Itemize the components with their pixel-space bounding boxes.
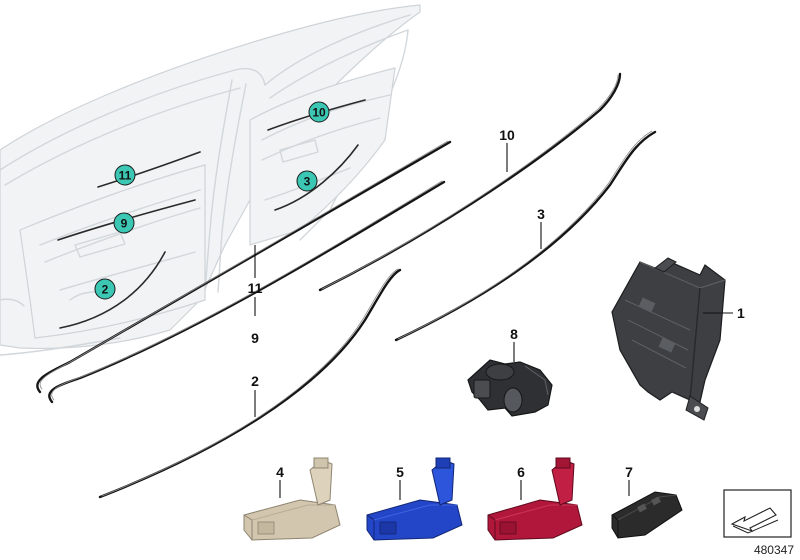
- door-badge-2: 2: [94, 278, 116, 300]
- door-badge-3: 3: [296, 170, 318, 192]
- door-badge-10-label: 10: [312, 106, 326, 120]
- callout-3: 3: [537, 206, 545, 222]
- light-strip-2: [98, 268, 402, 499]
- door-badge-9-label: 9: [121, 217, 128, 231]
- reference-number: 480347: [754, 543, 794, 557]
- connector-blue-part: [366, 457, 463, 541]
- door-badge-2-label: 2: [102, 283, 109, 297]
- callout-8: 8: [510, 326, 518, 342]
- door-badge-3-label: 3: [304, 175, 311, 189]
- door-badge-10: 10: [308, 101, 330, 123]
- callout-labels: 1 2 3 4 5 6 7 8 9 10 11: [248, 127, 745, 480]
- callout-1: 1: [737, 305, 745, 321]
- car-doors-illustration: [0, 4, 421, 356]
- door-badge-11-label: 11: [119, 169, 132, 183]
- callout-2: 2: [251, 373, 259, 389]
- leader-lines: [254, 143, 733, 500]
- light-strip-3: [394, 130, 657, 342]
- door-badge-9: 9: [113, 212, 135, 234]
- callout-9: 9: [251, 330, 259, 346]
- callout-10: 10: [499, 127, 515, 143]
- control-module-part: [611, 257, 726, 421]
- callout-11: 11: [248, 280, 263, 296]
- light-strips: [36, 72, 657, 499]
- connector-black-part: [611, 491, 683, 539]
- connector-red-part: [487, 457, 583, 541]
- view-arrow-icon: [730, 507, 777, 533]
- connector-beige-part: [243, 457, 341, 541]
- callout-5: 5: [396, 464, 404, 480]
- callout-4: 4: [276, 464, 284, 480]
- door-badges: 11 9 2 10 3: [94, 101, 330, 300]
- callout-6: 6: [517, 464, 525, 480]
- door-badge-11: 11: [114, 164, 136, 186]
- callout-7: 7: [625, 464, 633, 480]
- sensor-part: [467, 359, 553, 417]
- view-direction-box: [723, 489, 792, 538]
- light-strip-10: [318, 72, 622, 292]
